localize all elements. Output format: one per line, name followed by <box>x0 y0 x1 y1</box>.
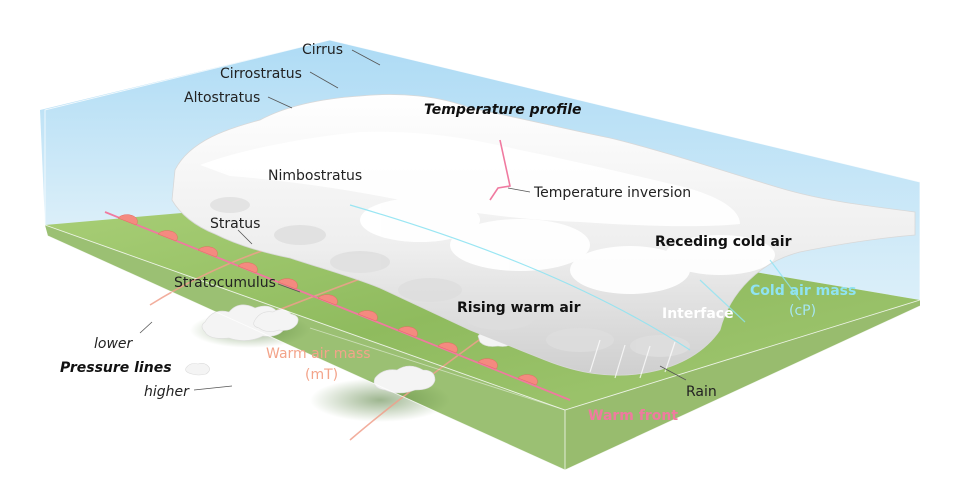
label-stratocumulus: Stratocumulus <box>174 275 276 291</box>
label-warm-air-mass: Warm air mass <box>266 346 371 362</box>
label-stratus: Stratus <box>210 216 260 232</box>
temperature-profile-line <box>489 139 511 201</box>
cold-air-streaks <box>699 259 801 323</box>
ground-puffs <box>185 304 516 394</box>
label-receding-cold-air: Receding cold air <box>655 234 792 250</box>
label-temperature-profile: Temperature profile <box>424 102 582 118</box>
box-edges <box>44 39 921 471</box>
ground-front-right <box>565 300 920 470</box>
label-altostratus: Altostratus <box>184 90 260 106</box>
label-cirrostratus: Cirrostratus <box>220 66 302 82</box>
label-cirrus: Cirrus <box>302 42 343 58</box>
frontal-cloud-mass <box>171 94 916 376</box>
label-interface: Interface <box>662 306 734 322</box>
warm-front-line <box>104 211 571 401</box>
label-lower: lower <box>94 336 134 352</box>
label-warm-air-mass-code: (mT) <box>305 367 338 383</box>
label-cold-air-mass: Cold air mass <box>750 283 856 299</box>
label-higher: higher <box>144 384 190 400</box>
leader-lines <box>139 49 687 391</box>
label-nimbostratus: Nimbostratus <box>268 168 362 184</box>
label-rising-warm-air: Rising warm air <box>457 300 581 316</box>
label-pressure-lines: Pressure lines <box>60 360 172 376</box>
rain-streaks <box>589 339 676 379</box>
label-temperature-inversion: Temperature inversion <box>533 185 691 201</box>
labels: Cirrus Cirrostratus Altostratus Temperat… <box>60 42 856 424</box>
label-warm-front: Warm front <box>588 408 678 424</box>
label-rain: Rain <box>686 384 717 400</box>
interface-line <box>349 204 691 351</box>
label-cold-air-mass-code: (cP) <box>789 303 816 319</box>
